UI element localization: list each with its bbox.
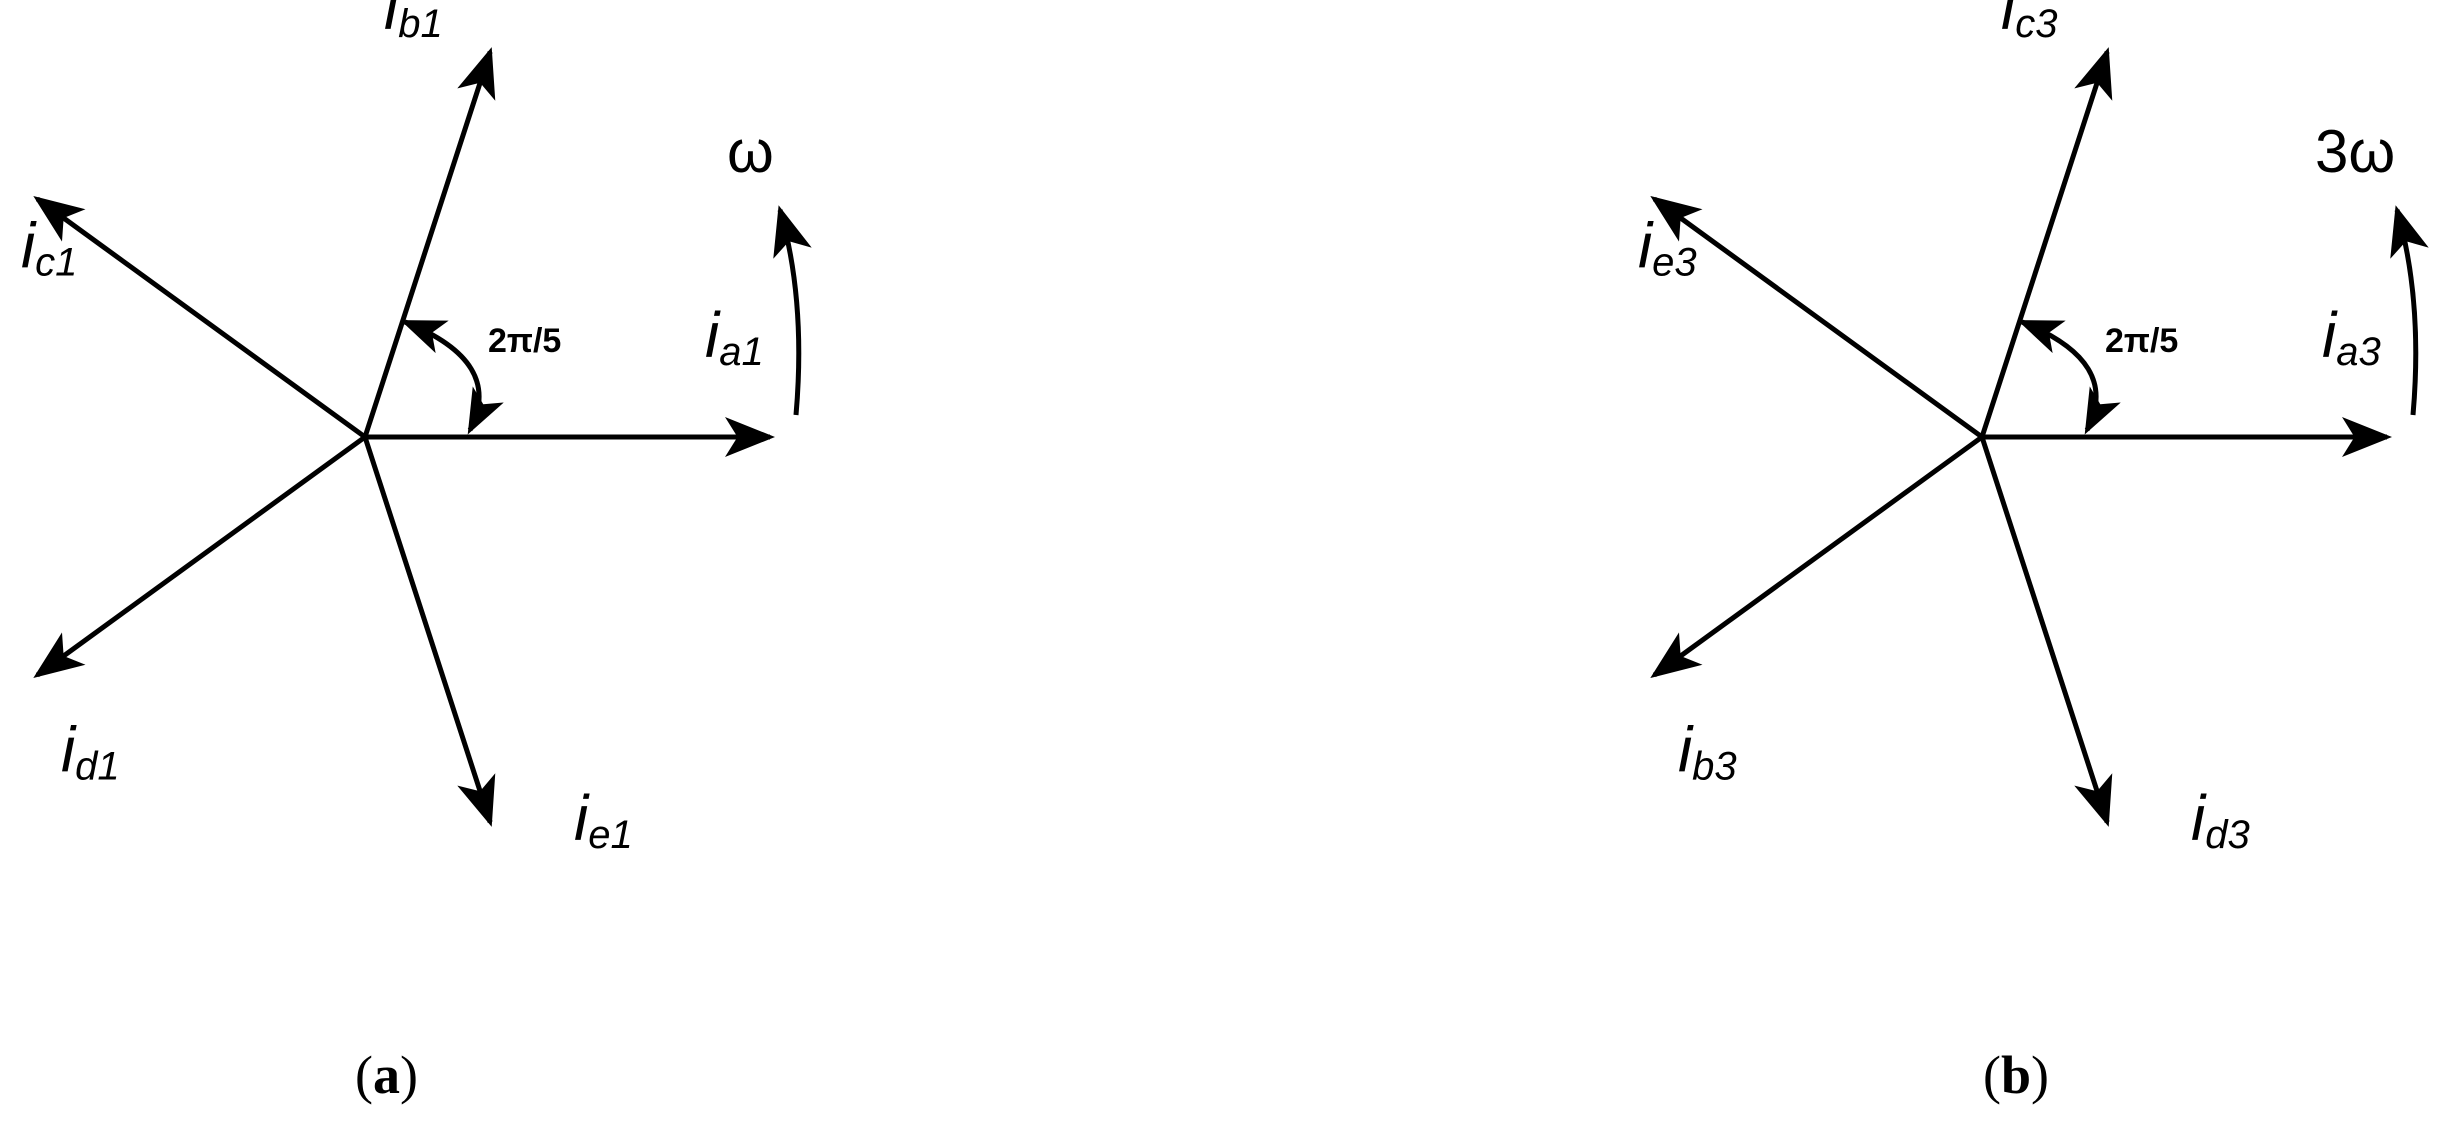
phasor-label-a1: ia1	[705, 299, 764, 374]
phasor-label-sub: e3	[1652, 240, 1697, 284]
phasor-label-b3: ib3	[1678, 714, 1737, 789]
phasor-arrow-b1	[362, 47, 496, 438]
phasor-label-main: i	[2191, 782, 2207, 854]
caption-letter: b	[2001, 1045, 2031, 1105]
phasor-label-sub: e1	[588, 813, 633, 857]
angle-arc	[2017, 319, 2121, 435]
phasor-label-e3: ie3	[1638, 209, 1697, 284]
phasor-label-main: i	[574, 782, 590, 854]
phasor-arrow-c1	[33, 196, 367, 440]
phasor-arrow-c3	[1979, 47, 2113, 438]
phasor-label-d3: id3	[2191, 782, 2250, 857]
phasor-label-sub: c3	[2015, 2, 2057, 46]
rotation-label: ω	[727, 118, 774, 185]
caption: (a)	[355, 1045, 418, 1105]
phasor-label-sub: d1	[75, 745, 120, 789]
caption: (b)	[1983, 1045, 2049, 1105]
phasor-label-main: i	[2322, 299, 2338, 371]
phasor-label-main: i	[1678, 714, 1694, 786]
phasor-arrow-d3	[1979, 436, 2113, 827]
phasor-label-sub: a1	[719, 330, 764, 374]
angle-label: 2π/5	[2105, 322, 2178, 360]
phasor-label-b1: ib1	[384, 0, 443, 46]
phasor-label-e1: ie1	[574, 782, 633, 857]
angle-arc	[400, 319, 504, 435]
phasor-label-a3: ia3	[2322, 299, 2381, 374]
phasor-label-c1: ic1	[21, 209, 77, 284]
phasor-label-sub: d3	[2205, 813, 2250, 857]
rotation-label: 3ω	[2315, 118, 2395, 185]
phasor-label-sub: c1	[35, 240, 77, 284]
phasor-label-d1: id1	[61, 714, 120, 789]
phasor-arrow-e3	[1650, 196, 1984, 440]
rotation-arrow	[2390, 205, 2429, 416]
rotation-arrow	[773, 205, 812, 416]
phasor-label-main: i	[705, 299, 721, 371]
phasor-label-sub: b3	[1692, 745, 1737, 789]
angle-label: 2π/5	[488, 322, 561, 360]
phasor-arrow-e1	[362, 436, 496, 827]
phasor-label-c3: ic3	[2001, 0, 2057, 46]
phasor-label-main: i	[61, 714, 77, 786]
phasor-label-sub: b1	[398, 2, 443, 46]
phasor-label-main: i	[2001, 0, 2017, 43]
caption-letter: a	[373, 1045, 400, 1105]
phasor-label-main: i	[21, 209, 37, 281]
phasor-arrow-d1	[33, 434, 367, 678]
phasor-arrow-b3	[1650, 434, 1984, 678]
phasor-label-sub: a3	[2336, 330, 2381, 374]
phasor-label-main: i	[1638, 209, 1654, 281]
phasor-label-main: i	[384, 0, 400, 43]
